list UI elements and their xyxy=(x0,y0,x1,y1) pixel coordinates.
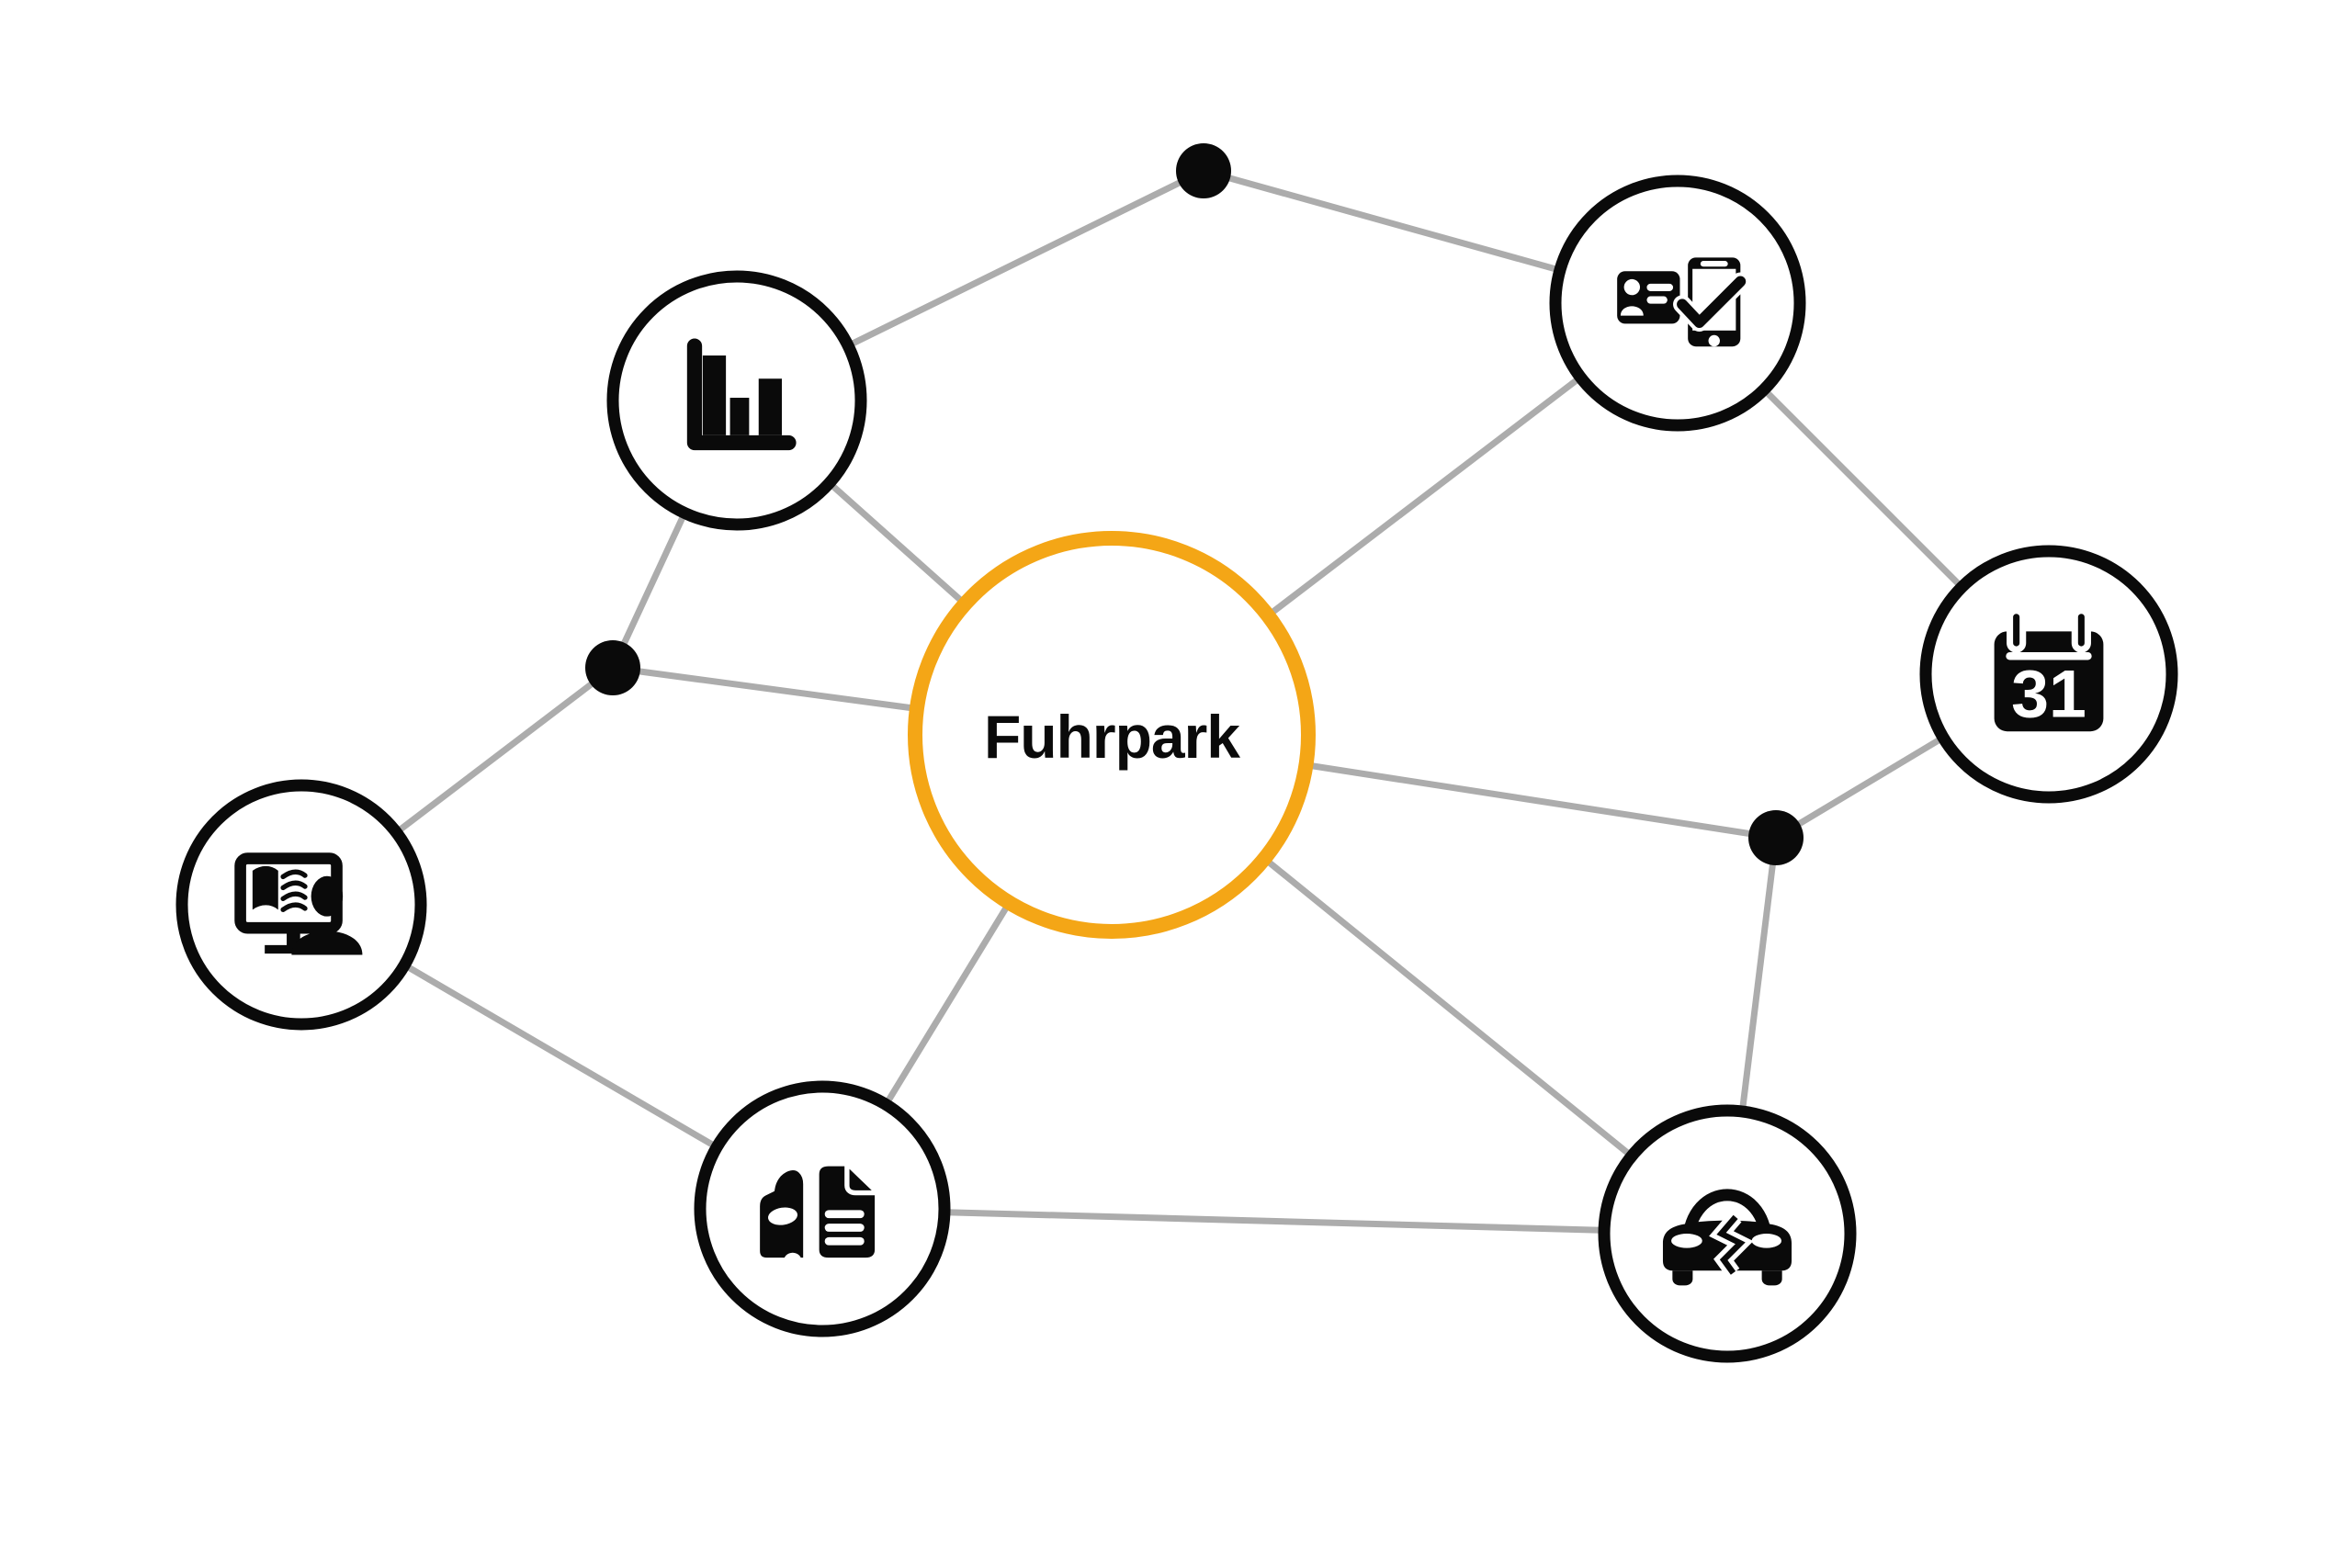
edge-vehicle-records-damage xyxy=(821,1205,1728,1237)
nodes-layer: Fuhrpark xyxy=(175,143,2178,1363)
connector-dot xyxy=(585,640,640,695)
hub-circle-fuhrpark xyxy=(908,531,1316,939)
car-document-icon xyxy=(757,1163,878,1271)
hub-label: Fuhrpark xyxy=(984,703,1240,771)
connector-dot xyxy=(1176,143,1231,198)
connector-dot xyxy=(1748,810,1804,865)
